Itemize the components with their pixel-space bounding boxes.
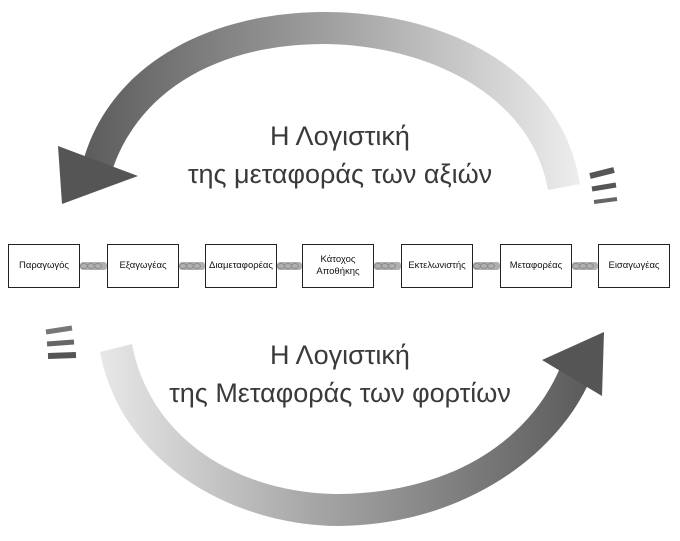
bottom-cycle-label: Η Λογιστική της Μεταφοράς των φορτίων: [0, 336, 680, 412]
top-cycle-line2: της μεταφοράς των αξιών: [187, 159, 493, 189]
top-cycle-line1: Η Λογιστική: [270, 121, 410, 151]
node-producer: Παραγωγός: [8, 244, 80, 288]
chain-link: [572, 262, 598, 270]
bottom-arrow-body: [100, 344, 590, 526]
bottom-cycle-line1: Η Λογιστική: [270, 340, 410, 370]
chain-link: [80, 262, 107, 270]
node-importer: Εισαγωγέας: [598, 244, 670, 288]
node-carrier: Μεταφορέας: [500, 244, 572, 288]
bottom-cycle-line2: της Μεταφοράς των φορτίων: [169, 378, 511, 408]
top-cycle-label: Η Λογιστική της μεταφοράς των αξιών: [0, 117, 680, 193]
node-warehouse-keeper: Κάτοχος Αποθήκης: [302, 244, 374, 288]
bottom-arrowhead: [542, 332, 604, 396]
node-customs-broker: Εκτελωνιστής: [401, 244, 473, 288]
chain-link: [277, 262, 302, 270]
bottom-arrow-tail-stripes: [45, 325, 77, 359]
chain-link: [374, 262, 401, 270]
node-freight-forwarder: Διαμεταφορέας: [205, 244, 277, 288]
chain-link: [473, 262, 500, 270]
top-arrowhead: [58, 146, 138, 204]
bottom-cycle-arrow: [45, 325, 604, 526]
top-arrow-body: [84, 11, 580, 190]
chain-link: [179, 262, 205, 270]
chain-links: [80, 262, 598, 270]
node-exporter: Εξαγωγέας: [107, 244, 179, 288]
top-cycle-arrow: [58, 11, 618, 204]
top-arrow-tail-stripes: [589, 167, 618, 204]
